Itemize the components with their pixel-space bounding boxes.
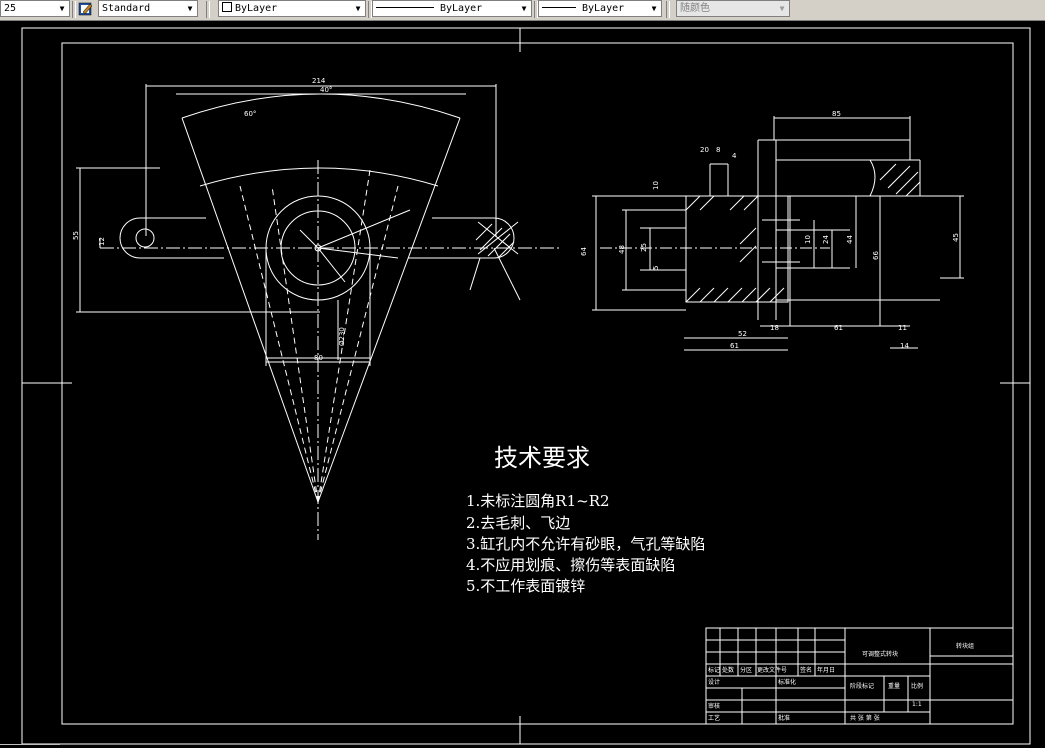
linetype-sample-icon — [376, 7, 434, 8]
label-count: 处数 — [722, 666, 734, 674]
dimension-60deg: 60° — [244, 110, 256, 118]
chevron-down-icon[interactable]: ▼ — [521, 4, 527, 13]
dimension-45: 45 — [952, 233, 960, 242]
color-value: ByLayer — [235, 3, 278, 14]
lineweight-sample-icon — [542, 7, 576, 8]
front-view — [76, 84, 560, 540]
dimension-12: 12 — [98, 237, 106, 246]
dimension-52: 52 — [738, 330, 747, 338]
note-item: 3.缸孔内不允许有砂眼，气孔等缺陷 — [466, 535, 706, 553]
label-zone: 分区 — [740, 666, 752, 674]
technical-requirements-title: 技术要求 — [494, 444, 590, 472]
linetype-value: ByLayer — [440, 3, 483, 14]
note-item: 2.去毛刺、飞边 — [466, 514, 571, 532]
dimension-48: 48 — [618, 245, 626, 254]
text-style-icon[interactable] — [78, 1, 94, 17]
properties-toolbar: 25 ▼ Standard ▼ ByLayer ▼ ByLayer ▼ ByLa… — [0, 0, 1045, 21]
chevron-down-icon[interactable]: ▼ — [187, 4, 193, 13]
label-approve: 批准 — [778, 714, 790, 722]
scale-value-text: 1:1 — [912, 701, 922, 708]
label-review: 审核 — [708, 702, 720, 710]
sheet-info: 共 张 第 张 — [850, 714, 880, 722]
dimension-phi230: Ø230 — [338, 327, 346, 346]
chevron-down-icon[interactable]: ▼ — [59, 4, 65, 13]
dimension-55: 55 — [72, 231, 80, 240]
scale-value: 25 — [4, 3, 17, 14]
dimension-44: 44 — [846, 235, 854, 244]
title-block-grid — [705, 627, 1014, 725]
linetype-combo[interactable]: ByLayer ▼ — [372, 0, 532, 17]
dimension-20: 20 — [700, 146, 709, 154]
note-item: 4.不应用划痕、擦伤等表面缺陷 — [466, 556, 676, 574]
dimension-40deg: 40° — [320, 86, 332, 94]
label-change-doc: 更改文件号 — [757, 666, 787, 674]
chevron-down-icon[interactable]: ▼ — [779, 4, 785, 13]
sheet-inner-border — [61, 42, 1014, 725]
drawing-canvas[interactable]: 214 40° 60° 55 12 80 Ø230 85 20 8 4 10 5… — [0, 20, 1045, 748]
dimension-texts: 214 40° 60° 55 12 80 Ø230 85 20 8 4 10 5… — [72, 77, 960, 362]
dimension-80: 80 — [314, 354, 323, 362]
dimension-10: 10 — [652, 181, 660, 190]
toolbar-separator — [534, 1, 538, 18]
toolbar-separator — [72, 1, 76, 18]
label-weight: 重量 — [888, 682, 900, 690]
label-ratio: 比例 — [911, 682, 923, 690]
dimension-85: 85 — [832, 110, 841, 118]
dimension-66: 66 — [872, 251, 880, 260]
dimension-11: 11 — [898, 324, 907, 332]
chevron-down-icon[interactable]: ▼ — [355, 4, 361, 13]
part-name: 可调整式转块 — [862, 650, 898, 658]
dimension-61b: 61 — [730, 342, 739, 350]
color-combo[interactable]: ByLayer ▼ — [218, 0, 366, 17]
side-view-hatch — [685, 163, 921, 303]
title-block-texts: 可调整式转块 转块组 标记 处数 分区 更改文件号 签名 年月日 设计 标准化 … — [708, 642, 974, 722]
text-style-value: Standard — [102, 3, 151, 14]
lineweight-value: ByLayer — [582, 3, 625, 14]
dimension-4: 4 — [732, 152, 737, 160]
label-date: 年月日 — [817, 666, 835, 674]
label-stage-mark: 阶段标记 — [850, 682, 874, 690]
dimension-5: 5 — [652, 266, 660, 270]
side-view — [592, 116, 964, 351]
toolbar-separator — [666, 1, 670, 18]
label-mark: 标记 — [708, 666, 720, 674]
dimension-61: 61 — [834, 324, 843, 332]
text-style-combo[interactable]: Standard ▼ — [98, 0, 198, 17]
lineweight-combo[interactable]: ByLayer ▼ — [538, 0, 662, 17]
status-strip — [0, 744, 60, 748]
plot-style-combo[interactable]: 随颜色 ▼ — [676, 0, 790, 17]
front-view-hatch — [475, 223, 515, 259]
toolbar-separator — [206, 1, 210, 18]
toolbar-separator — [368, 1, 372, 18]
plot-style-value: 随颜色 — [680, 3, 710, 14]
label-process: 工艺 — [708, 714, 720, 722]
dimension-214: 214 — [312, 77, 326, 85]
color-swatch-icon — [222, 2, 232, 12]
note-item: 5.不工作表面镀锌 — [466, 577, 586, 595]
project-name: 转块组 — [956, 642, 974, 650]
dimension-24: 24 — [822, 235, 830, 244]
centering-marks — [22, 28, 1030, 744]
dimension-18: 18 — [770, 324, 779, 332]
dimension-14: 14 — [900, 342, 909, 350]
dimension-8: 8 — [716, 146, 720, 154]
dimension-64: 64 — [580, 247, 588, 256]
label-signature: 签名 — [800, 666, 812, 674]
scale-combo[interactable]: 25 ▼ — [0, 0, 70, 17]
sheet-outer-border — [21, 27, 1031, 745]
dimension-25: 25 — [640, 243, 648, 252]
label-design: 设计 — [708, 678, 720, 686]
note-item: 1.未标注圆角R1~R2 — [466, 492, 610, 510]
label-standardize: 标准化 — [778, 678, 796, 686]
chevron-down-icon[interactable]: ▼ — [651, 4, 657, 13]
dimension-10b: 10 — [804, 235, 812, 244]
